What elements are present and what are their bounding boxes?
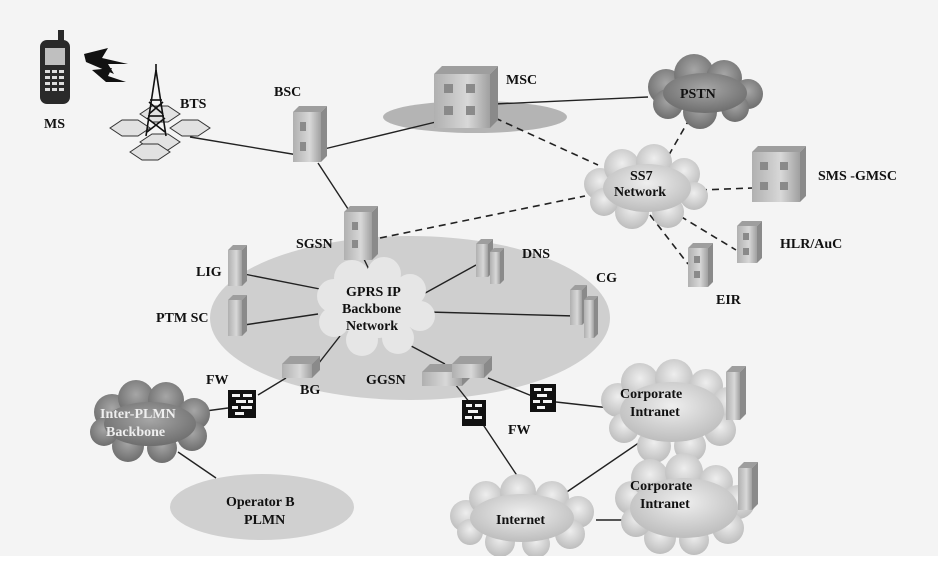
- label-bg: BG: [300, 383, 320, 398]
- label-backbone-2: Backbone: [342, 302, 401, 317]
- radio-waves-icon: [84, 48, 128, 82]
- label-corporate-1-line2: Intranet: [630, 405, 680, 420]
- label-ss7: SS7: [630, 169, 653, 184]
- label-sms-gmsc: SMS -GMSC: [818, 169, 897, 184]
- firewall-right-icon: [530, 384, 556, 412]
- link-bsc-msc: [319, 120, 441, 151]
- label-corporate-1-line1: Corporate: [620, 387, 682, 402]
- label-corporate-2-line1: Corporate: [630, 479, 692, 494]
- link-bsc-sgsn: [317, 162, 351, 213]
- label-ms: MS: [44, 117, 65, 132]
- label-dns: DNS: [522, 247, 550, 262]
- label-pstn: PSTN: [680, 87, 716, 102]
- label-hlr-auc: HLR/AuC: [780, 237, 842, 252]
- sms-gmsc-building: [752, 146, 806, 202]
- link-ggsn-fw-small: [454, 383, 471, 404]
- label-bts: BTS: [180, 97, 207, 112]
- link-ss7-smsgmsc: [699, 187, 753, 191]
- corporate-intranet-1-cloud: [601, 359, 745, 463]
- mobile-phone-icon: [40, 30, 70, 104]
- bts-tower-icon: [145, 64, 167, 137]
- label-lig: LIG: [196, 265, 222, 280]
- sgsn-building: [344, 206, 378, 260]
- label-msc: MSC: [506, 73, 537, 88]
- operator-b-plmn-cloud: [170, 474, 354, 540]
- dns-server: [476, 239, 504, 284]
- label-cg: CG: [596, 271, 617, 286]
- bsc-building: [293, 106, 327, 162]
- internet-cloud: [450, 474, 594, 558]
- eir-building: [688, 243, 713, 287]
- corporate-1-tower: [726, 366, 746, 420]
- label-fw-right: FW: [508, 423, 531, 438]
- link-bg-fw: [257, 377, 287, 396]
- gprs-backbone-cloud: [317, 257, 435, 356]
- link-fw-corporate1: [555, 401, 611, 409]
- label-inter-plmn-2: Backbone: [106, 425, 165, 440]
- link-msc-pstn: [494, 96, 649, 105]
- lig-server: [228, 245, 247, 286]
- link-bts-bsc: [189, 136, 299, 156]
- label-ggsn: GGSN: [366, 373, 406, 388]
- msc-building: [434, 66, 498, 128]
- link-cg-backbone: [427, 311, 576, 317]
- label-operator-b-2: PLMN: [244, 513, 285, 528]
- label-operator-b-1: Operator B: [226, 495, 295, 510]
- label-ptm-sc: PTM SC: [156, 311, 209, 326]
- label-fw-left: FW: [206, 373, 229, 388]
- cg-server: [570, 285, 598, 338]
- link-internet-corporate1: [557, 441, 641, 499]
- label-eir: EIR: [716, 293, 742, 308]
- link-ggsn-fw-right: [487, 377, 533, 397]
- hlr-auc-building: [737, 221, 762, 263]
- label-corporate-2-line2: Intranet: [640, 497, 690, 512]
- ss7-network-cloud: [584, 144, 708, 229]
- inter-plmn-backbone-cloud: [90, 380, 210, 463]
- link-ss7-eir: [649, 214, 689, 265]
- link-dns-backbone: [417, 264, 477, 298]
- firewall-internet-icon: [462, 400, 486, 426]
- link-ptmsc-backbone: [243, 313, 319, 326]
- link-interplmn-operatorb: [177, 451, 217, 479]
- corporate-intranet-2-cloud: [615, 453, 755, 555]
- label-inter-plmn-1: Inter-PLMN: [100, 407, 176, 422]
- link-pstn-ss7: [665, 117, 691, 161]
- corporate-2-tower: [738, 462, 758, 510]
- label-ss7-network: Network: [614, 185, 666, 200]
- label-internet: Internet: [496, 513, 545, 528]
- ptm-sc-server: [228, 295, 247, 336]
- bg-router: [282, 356, 320, 378]
- label-sgsn: SGSN: [296, 237, 333, 252]
- label-backbone-3: Network: [346, 319, 398, 334]
- pstn-cloud: [648, 54, 763, 129]
- label-backbone-1: GPRS IP: [346, 285, 401, 300]
- ggsn-router: [422, 356, 492, 386]
- link-sgsn-ss7: [379, 195, 586, 239]
- link-msc-ss7: [494, 117, 599, 166]
- label-bsc: BSC: [274, 85, 301, 100]
- firewall-left-icon: [228, 390, 256, 418]
- bts-cell-hexagons: [109, 105, 211, 161]
